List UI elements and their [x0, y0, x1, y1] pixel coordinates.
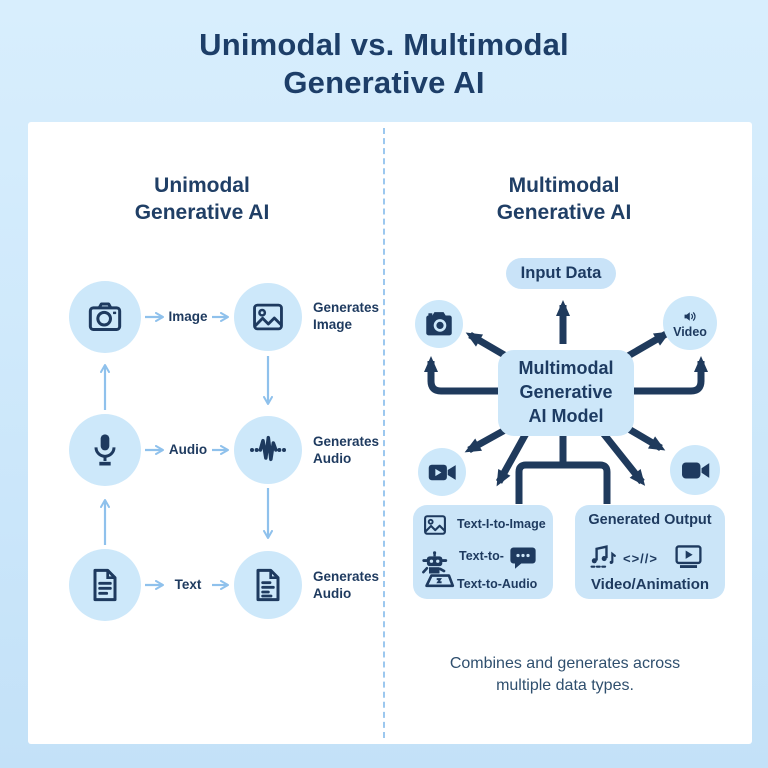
model-box-line3: AI Model: [528, 405, 604, 426]
text-to-chat-label: Text-to-: [459, 549, 504, 563]
unimodal-heading: Unimodal Generative AI: [62, 172, 342, 227]
multimodal-heading: Multimodal Generative AI: [424, 172, 704, 227]
video-camera-badge: [670, 445, 720, 495]
generated-output-subtitle: Video/Animation: [590, 576, 710, 593]
speaker-icon: [682, 308, 699, 325]
multimodal-caption-line1: Combines and generates across: [449, 655, 681, 672]
generated-output-title: Generated Output: [588, 512, 712, 528]
camera-icon: [85, 297, 125, 337]
flow-label-image: Image: [168, 309, 208, 324]
camera-badge: [415, 300, 463, 348]
output-modality-circle-image: [234, 283, 302, 351]
input-modality-circle-image: [69, 281, 141, 353]
flow-label-audio: Audio: [168, 442, 208, 457]
camera-filled-icon: [422, 307, 456, 341]
page-title: Unimodal vs. Multimodal Generative AI: [0, 26, 768, 102]
robot-icon: [415, 549, 457, 591]
text-to-audio-label: Text-to-Audio: [457, 577, 538, 591]
multimodal-caption-line2: multiple data types.: [496, 677, 634, 695]
multimodal-caption: Combines and generates across multiple d…: [415, 653, 715, 698]
monitor-play-icon: [673, 541, 704, 572]
page-title-line2: Generative AI: [283, 64, 485, 100]
model-box: Multimodal Generative AI Model: [498, 350, 634, 436]
panel-divider: [383, 128, 385, 738]
video-camera-play-icon: [426, 456, 459, 489]
text-to-image-label: Text-I-to-Image: [457, 517, 546, 531]
video-badge-label: Video: [673, 324, 707, 339]
multimodal-heading-line1: Multimodal: [508, 174, 620, 197]
model-box-line1: Multimodal: [518, 358, 614, 379]
output-modality-circle-audio: [234, 416, 302, 484]
picture-small-icon: [421, 511, 449, 539]
unimodal-heading-line2: Generative AI: [134, 201, 270, 225]
multimodal-heading-line2: Generative AI: [496, 201, 632, 225]
code-glyph: <>//>: [623, 551, 658, 566]
video-play-badge: [418, 448, 466, 496]
document-icon: [85, 565, 125, 605]
generates-caption-3: Generates Audio: [313, 569, 380, 602]
microphone-icon: [85, 430, 125, 470]
video-badge: Video: [663, 296, 717, 350]
waveform-icon: [248, 430, 288, 470]
unimodal-heading-line1: Unimodal: [154, 174, 250, 197]
input-modality-circle-text: [69, 549, 141, 621]
input-data-pill: Input Data: [506, 258, 616, 289]
model-box-line2: Generative: [519, 382, 613, 403]
music-notes-icon: [587, 540, 619, 572]
page-title-line1: Unimodal vs. Multimodal: [199, 27, 569, 62]
generates-caption-2: Generates Audio: [313, 434, 380, 467]
picture-icon: [249, 298, 287, 336]
input-modality-circle-audio: [69, 414, 141, 486]
flow-label-text: Text: [174, 577, 202, 592]
output-modality-circle-text: [234, 551, 302, 619]
document-lines-icon: [248, 565, 288, 605]
generates-caption-1: Generates Image: [313, 300, 380, 333]
chat-bubble-icon: [508, 543, 538, 573]
video-camera-icon: [679, 454, 712, 487]
